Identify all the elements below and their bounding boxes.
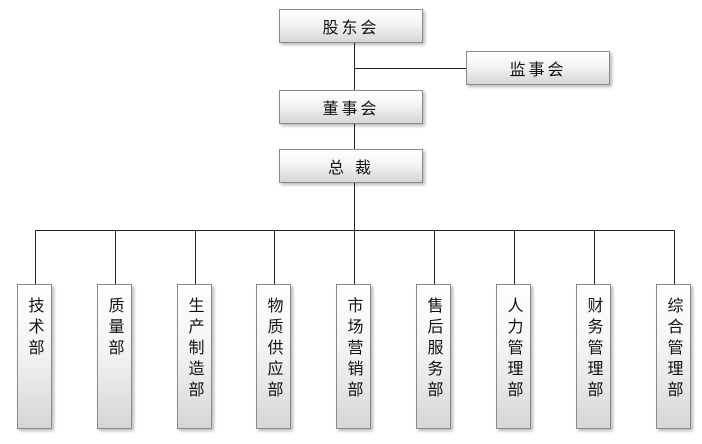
department-box-3: 生产制造部 <box>177 284 212 429</box>
department-box-2: 质量部 <box>97 284 132 429</box>
department-box-8: 财务管理部 <box>576 284 611 429</box>
department-box-7: 人力管理部 <box>496 284 531 429</box>
supervisors-label: 监事会 <box>509 60 567 79</box>
shareholders-label: 股东会 <box>322 18 380 37</box>
shareholders-box: 股东会 <box>279 9 423 43</box>
department-label: 市场营销部 <box>344 297 364 402</box>
department-box-4: 物质供应部 <box>256 284 291 429</box>
department-label: 售后服务部 <box>424 297 444 402</box>
president-box: 总 裁 <box>279 149 423 183</box>
board-box: 董事会 <box>279 90 423 124</box>
department-label: 人力管理部 <box>504 297 524 402</box>
president-label: 总 裁 <box>327 158 375 177</box>
department-label: 综合管理部 <box>664 297 684 402</box>
department-label: 技术部 <box>25 297 45 360</box>
department-label: 质量部 <box>105 297 125 360</box>
department-box-6: 售后服务部 <box>416 284 451 429</box>
supervisors-box: 监事会 <box>466 51 610 85</box>
board-label: 董事会 <box>322 99 380 118</box>
department-box-5: 市场营销部 <box>336 284 371 429</box>
department-label: 生产制造部 <box>185 297 205 402</box>
department-box-1: 技术部 <box>17 284 52 429</box>
department-label: 物质供应部 <box>264 297 284 402</box>
department-box-9: 综合管理部 <box>656 284 691 429</box>
department-label: 财务管理部 <box>584 297 604 402</box>
